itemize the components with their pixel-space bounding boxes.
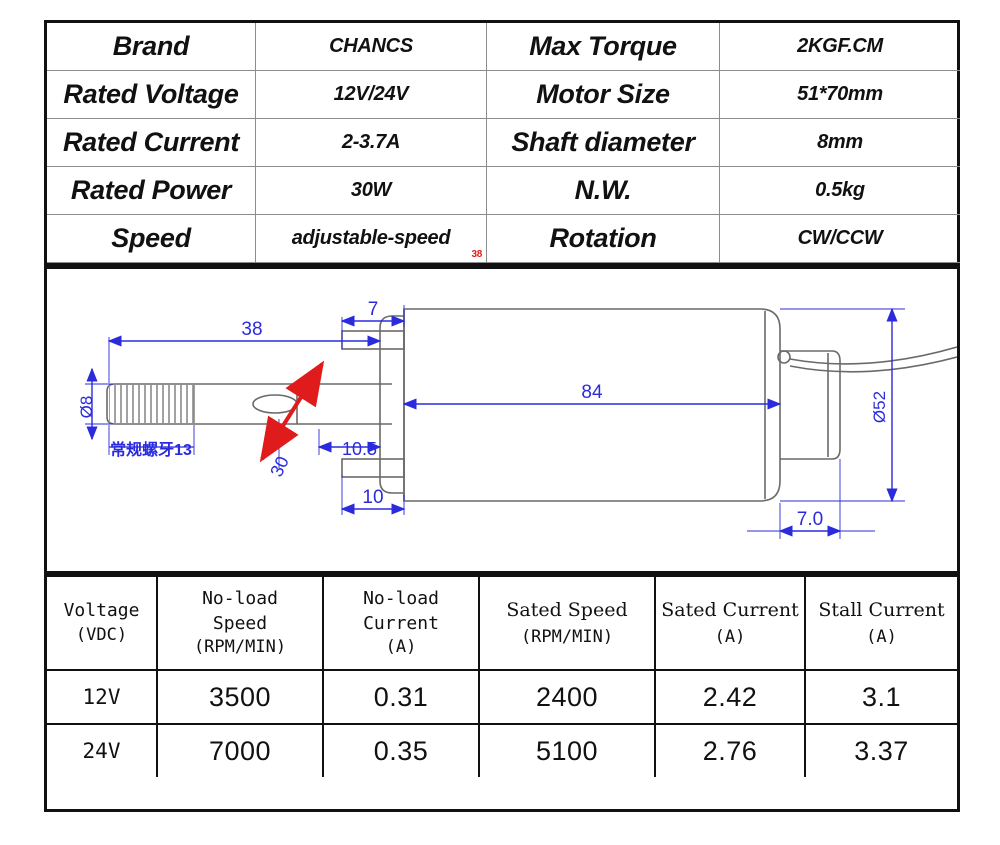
table-row: Rated Power 30W N.W. 0.5kg (47, 166, 960, 215)
wire-lead-upper (789, 346, 957, 365)
wire-grommet (777, 350, 791, 364)
cell-rated-speed-24v: 5100 (478, 723, 656, 777)
column-header-rated-speed-unit: (RPM/MIN) (520, 626, 614, 647)
column-header-rated-current: Sated Current (A) (654, 577, 806, 671)
spec-value-net-weight: 0.5kg (719, 166, 960, 215)
column-header-noload-speed-name2: Speed (212, 612, 268, 634)
motor-body-outline (403, 308, 781, 502)
spec-value-rated-current: 2-3.7A (255, 118, 487, 167)
column-header-rated-speed: Sated Speed (RPM/MIN) (478, 577, 656, 671)
dim-label-body-length: 84 (581, 382, 603, 403)
column-header-noload-current: No-load Current (A) (322, 577, 480, 671)
cell-stall-current-24v: 3.37 (804, 723, 957, 777)
spec-value-rated-power: 30W (255, 166, 487, 215)
table-row: 24V 7000 0.35 5100 2.76 3.37 (47, 723, 957, 777)
column-header-noload-speed: No-load Speed (RPM/MIN) (156, 577, 324, 671)
shaft-thread-hatching (109, 385, 194, 423)
dim-label-flat-mark: 30 (266, 453, 293, 480)
spec-sheet-frame: Brand CHANCS Max Torque 2KGF.CM Rated Vo… (44, 20, 960, 812)
table-row: Rated Current 2-3.7A Shaft diameter 8mm (47, 118, 960, 167)
spec-value-max-torque: 2KGF.CM (719, 23, 960, 71)
spec-label-max-torque: Max Torque (486, 23, 720, 71)
column-header-voltage-name: Voltage (63, 600, 140, 622)
bracket-top-plate (341, 330, 405, 350)
red-annotation-arrow (259, 360, 325, 463)
spec-value-shaft-diameter: 8mm (719, 118, 960, 167)
section-divider-lower (47, 571, 957, 577)
spec-value-rotation: CW/CCW (719, 214, 960, 263)
spec-label-rotation: Rotation (486, 214, 720, 263)
bracket-bottom-plate (341, 458, 405, 478)
column-header-stall-current-unit: (A) (866, 626, 897, 647)
table-row: Rated Voltage 12V/24V Motor Size 51*70mm (47, 70, 960, 119)
column-header-voltage: Voltage (VDC) (47, 577, 158, 671)
cell-stall-current-12v: 3.1 (804, 669, 957, 725)
bracket-body (379, 315, 404, 494)
dim-label-rear-depth: 7.0 (797, 509, 823, 530)
motor-outline-group (106, 308, 957, 502)
column-header-noload-speed-name: No-load (202, 588, 278, 610)
column-header-rated-speed-name: Sated Speed (506, 599, 628, 621)
spec-label-net-weight: N.W. (486, 166, 720, 215)
spec-label-speed: Speed (47, 214, 256, 263)
watermark-number: 38 (471, 248, 482, 260)
cell-noload-speed-24v: 7000 (156, 723, 324, 777)
cell-voltage-12v: 12V (47, 669, 158, 725)
dim-label-bracket-width-bottom: 10 (362, 487, 383, 508)
cell-noload-speed-12v: 3500 (156, 669, 324, 725)
dimension-lines-group (85, 305, 905, 539)
spec-value-brand: CHANCS (255, 23, 487, 71)
table-row: Brand CHANCS Max Torque 2KGF.CM (47, 23, 960, 71)
dim-label-bracket-width-top: 7 (368, 299, 379, 320)
table-header-row: Voltage (VDC) No-load Speed (RPM/MIN) No… (47, 577, 957, 671)
spec-label-motor-size: Motor Size (486, 70, 720, 119)
dimension-labels-group: 38 Ø8 常规螺牙13 30 10.5 7 10 84 Ø52 7.0 (77, 299, 889, 530)
column-header-stall-current: Stall Current (A) (804, 577, 957, 671)
performance-table: Voltage (VDC) No-load Speed (RPM/MIN) No… (47, 577, 957, 777)
cell-rated-current-24v: 2.76 (654, 723, 806, 777)
dim-label-shaft-length: 38 (241, 319, 262, 340)
specification-table: Brand CHANCS Max Torque 2KGF.CM Rated Vo… (47, 23, 960, 263)
cell-rated-speed-12v: 2400 (478, 669, 656, 725)
spec-label-rated-power: Rated Power (47, 166, 256, 215)
spec-value-motor-size: 51*70mm (719, 70, 960, 119)
motor-dimension-drawing: 38 Ø8 常规螺牙13 30 10.5 7 10 84 Ø52 7.0 (47, 269, 957, 571)
specification-table-container: Brand CHANCS Max Torque 2KGF.CM Rated Vo… (47, 23, 960, 263)
column-header-noload-speed-unit: (RPM/MIN) (193, 636, 287, 657)
cell-voltage-24v: 24V (47, 723, 158, 777)
dim-label-bracket-offset: 10.5 (342, 439, 377, 459)
spec-value-rated-voltage: 12V/24V (255, 70, 487, 119)
spec-label-shaft-diameter: Shaft diameter (486, 118, 720, 167)
dim-label-body-diameter: Ø52 (870, 391, 889, 423)
spec-value-speed: adjustable-speed 38 (255, 214, 487, 263)
spec-label-rated-current: Rated Current (47, 118, 256, 167)
dim-label-shaft-diameter: Ø8 (77, 396, 96, 419)
spec-value-speed-text: adjustable-speed (291, 227, 451, 249)
table-row: Speed adjustable-speed 38 Rotation CW/CC… (47, 214, 960, 263)
cell-rated-current-12v: 2.42 (654, 669, 806, 725)
dim-label-thread-note: 常规螺牙13 (110, 440, 192, 459)
column-header-rated-current-name: Sated Current (661, 599, 799, 621)
cell-noload-current-24v: 0.35 (322, 723, 480, 777)
table-row: 12V 3500 0.31 2400 2.42 3.1 (47, 669, 957, 725)
column-header-noload-current-unit: (A) (385, 636, 417, 657)
column-header-noload-current-name2: Current (363, 612, 439, 634)
section-divider-upper (47, 263, 957, 269)
wire-lead-lower (789, 356, 957, 373)
spec-label-brand: Brand (47, 23, 256, 71)
column-header-noload-current-name: No-load (363, 588, 439, 610)
spec-label-rated-voltage: Rated Voltage (47, 70, 256, 119)
cell-noload-current-12v: 0.31 (322, 669, 480, 725)
rear-cap-outline (780, 350, 841, 460)
column-header-voltage-unit: (VDC) (75, 624, 128, 645)
column-header-rated-current-unit: (A) (714, 626, 746, 647)
column-header-stall-current-name: Stall Current (818, 599, 945, 621)
drawing-svg: 38 Ø8 常规螺牙13 30 10.5 7 10 84 Ø52 7.0 (77, 299, 957, 539)
